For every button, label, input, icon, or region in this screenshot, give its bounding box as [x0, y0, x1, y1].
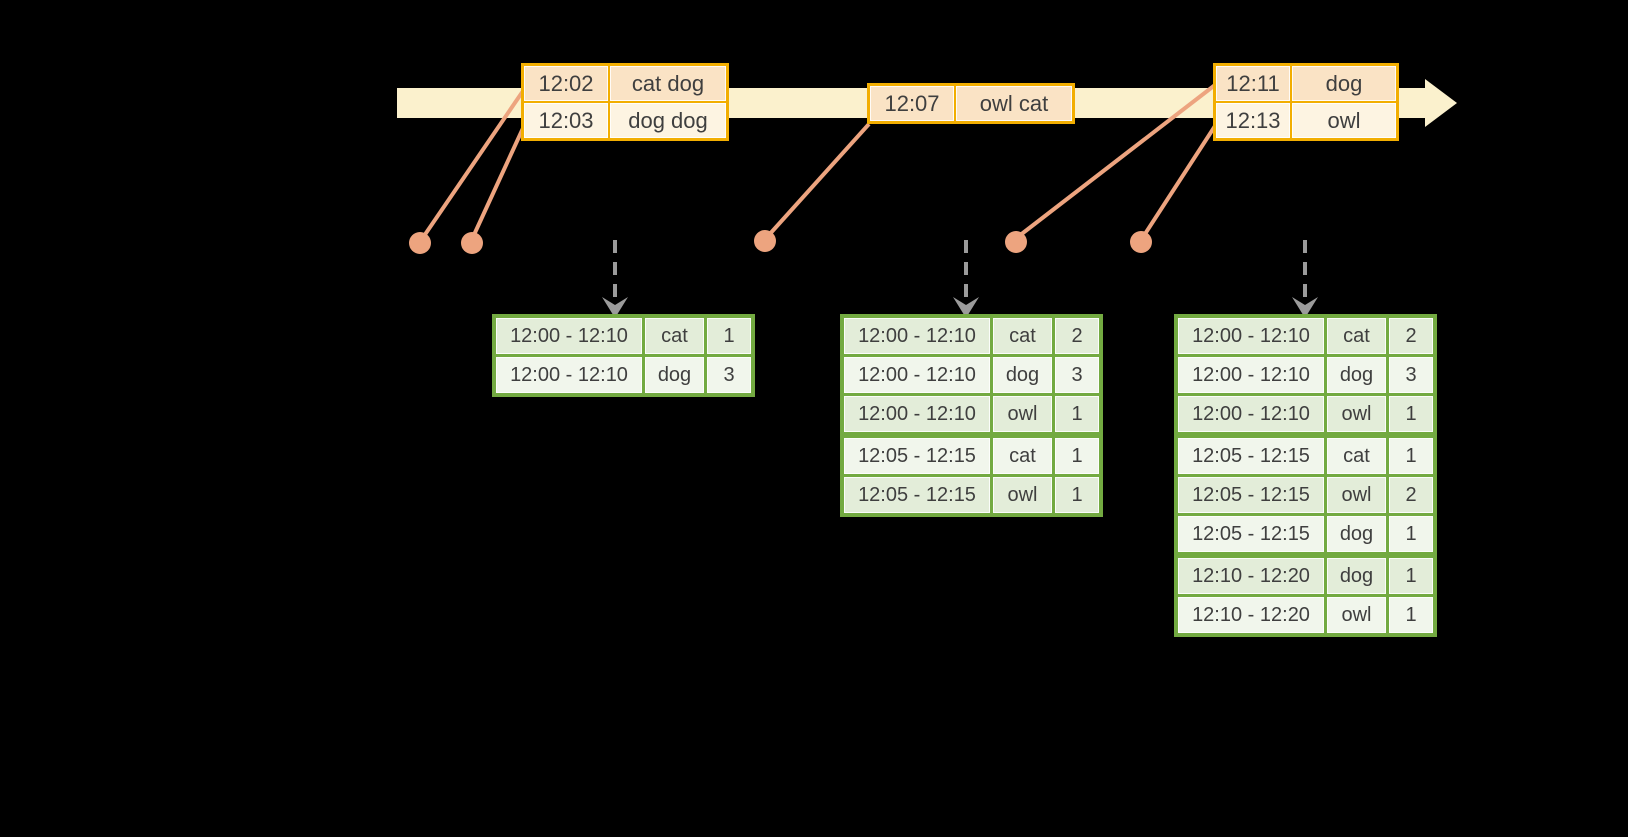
word-cell: dog [645, 357, 704, 393]
event-dot [461, 232, 483, 254]
result-table-row: 12:00 - 12:10 dog 3 [1178, 357, 1433, 393]
window-cell: 12:00 - 12:10 [1178, 357, 1324, 393]
count-cell: 1 [707, 318, 751, 354]
event-table-2: 12:07 owl cat [867, 83, 1075, 124]
window-cell: 12:05 - 12:15 [844, 477, 990, 513]
count-cell: 1 [1055, 477, 1099, 513]
result-table-row: 12:05 - 12:15 owl 1 [844, 477, 1099, 513]
count-cell: 1 [1389, 597, 1433, 633]
count-cell: 1 [1389, 396, 1433, 432]
word-cell: owl [993, 396, 1052, 432]
event-words-cell: owl cat [956, 86, 1072, 121]
event-time-cell: 12:11 [1216, 66, 1290, 101]
result-table-2: 12:00 - 12:10 cat 2 12:00 - 12:10 dog 3 … [840, 314, 1103, 517]
count-cell: 1 [1389, 558, 1433, 594]
event-words-cell: cat dog [610, 66, 726, 101]
result-table-row: 12:00 - 12:10 cat 2 [844, 318, 1099, 354]
trigger-arrowhead-icon [1292, 297, 1318, 318]
count-cell: 1 [1389, 516, 1433, 552]
event-dot [1005, 231, 1027, 253]
count-cell: 2 [1389, 477, 1433, 513]
count-cell: 1 [1389, 438, 1433, 474]
connector-line [422, 89, 525, 238]
word-cell: owl [1327, 477, 1386, 513]
window-cell: 12:10 - 12:20 [1178, 558, 1324, 594]
word-cell: cat [993, 438, 1052, 474]
connector-line [1141, 124, 1217, 239]
window-cell: 12:00 - 12:10 [844, 396, 990, 432]
count-cell: 3 [1055, 357, 1099, 393]
result-table-row: 12:00 - 12:10 dog 3 [844, 357, 1099, 393]
word-cell: dog [1327, 357, 1386, 393]
trigger-arrowhead-icon [602, 297, 628, 318]
connector-line [1017, 83, 1217, 238]
count-cell: 2 [1389, 318, 1433, 354]
word-cell: owl [1327, 396, 1386, 432]
window-cell: 12:00 - 12:10 [1178, 396, 1324, 432]
word-cell: dog [993, 357, 1052, 393]
count-cell: 3 [707, 357, 751, 393]
word-cell: dog [1327, 558, 1386, 594]
result-table-row: 12:00 - 12:10 owl 1 [844, 396, 1099, 432]
result-table-3: 12:00 - 12:10 cat 2 12:00 - 12:10 dog 3 … [1174, 314, 1437, 637]
result-table-row: 12:10 - 12:20 dog 1 [1178, 558, 1433, 594]
result-table-row: 12:10 - 12:20 owl 1 [1178, 597, 1433, 633]
word-cell: cat [993, 318, 1052, 354]
event-words-cell: dog [1292, 66, 1396, 101]
event-dot [409, 232, 431, 254]
window-cell: 12:05 - 12:15 [1178, 438, 1324, 474]
window-cell: 12:05 - 12:15 [1178, 516, 1324, 552]
window-cell: 12:05 - 12:15 [844, 438, 990, 474]
window-cell: 12:10 - 12:20 [1178, 597, 1324, 633]
event-dot [754, 230, 776, 252]
word-cell: cat [1327, 318, 1386, 354]
result-table-1: 12:00 - 12:10 cat 1 12:00 - 12:10 dog 3 [492, 314, 755, 397]
window-cell: 12:05 - 12:15 [1178, 477, 1324, 513]
window-cell: 12:00 - 12:10 [496, 318, 642, 354]
window-cell: 12:00 - 12:10 [844, 318, 990, 354]
result-table-row: 12:05 - 12:15 cat 1 [1178, 438, 1433, 474]
result-table-row: 12:05 - 12:15 owl 2 [1178, 477, 1433, 513]
timeline-arrowhead-icon [1425, 79, 1457, 127]
word-cell: cat [1327, 438, 1386, 474]
event-table-1: 12:02 cat dog 12:03 dog dog [521, 63, 729, 141]
trigger-arrowhead-icon [953, 297, 979, 318]
connector-line [471, 125, 526, 238]
event-table-3: 12:11 dog 12:13 owl [1213, 63, 1399, 141]
result-table-row: 12:00 - 12:10 cat 1 [496, 318, 751, 354]
window-cell: 12:00 - 12:10 [844, 357, 990, 393]
event-time-cell: 12:02 [524, 66, 608, 101]
result-table-row: 12:05 - 12:15 cat 1 [844, 438, 1099, 474]
result-table-row: 12:00 - 12:10 cat 2 [1178, 318, 1433, 354]
word-cell: dog [1327, 516, 1386, 552]
count-cell: 3 [1389, 357, 1433, 393]
event-time-cell: 12:13 [1216, 103, 1290, 138]
event-time-cell: 12:03 [524, 103, 608, 138]
window-cell: 12:00 - 12:10 [1178, 318, 1324, 354]
count-cell: 2 [1055, 318, 1099, 354]
result-table-row: 12:00 - 12:10 dog 3 [496, 357, 751, 393]
event-words-cell: owl [1292, 103, 1396, 138]
event-dot [1130, 231, 1152, 253]
event-words-cell: dog dog [610, 103, 726, 138]
result-table-row: 12:05 - 12:15 dog 1 [1178, 516, 1433, 552]
connector-line [766, 122, 871, 238]
event-time-cell: 12:07 [870, 86, 954, 121]
word-cell: owl [993, 477, 1052, 513]
word-cell: owl [1327, 597, 1386, 633]
result-table-row: 12:00 - 12:10 owl 1 [1178, 396, 1433, 432]
count-cell: 1 [1055, 396, 1099, 432]
window-cell: 12:00 - 12:10 [496, 357, 642, 393]
count-cell: 1 [1055, 438, 1099, 474]
word-cell: cat [645, 318, 704, 354]
